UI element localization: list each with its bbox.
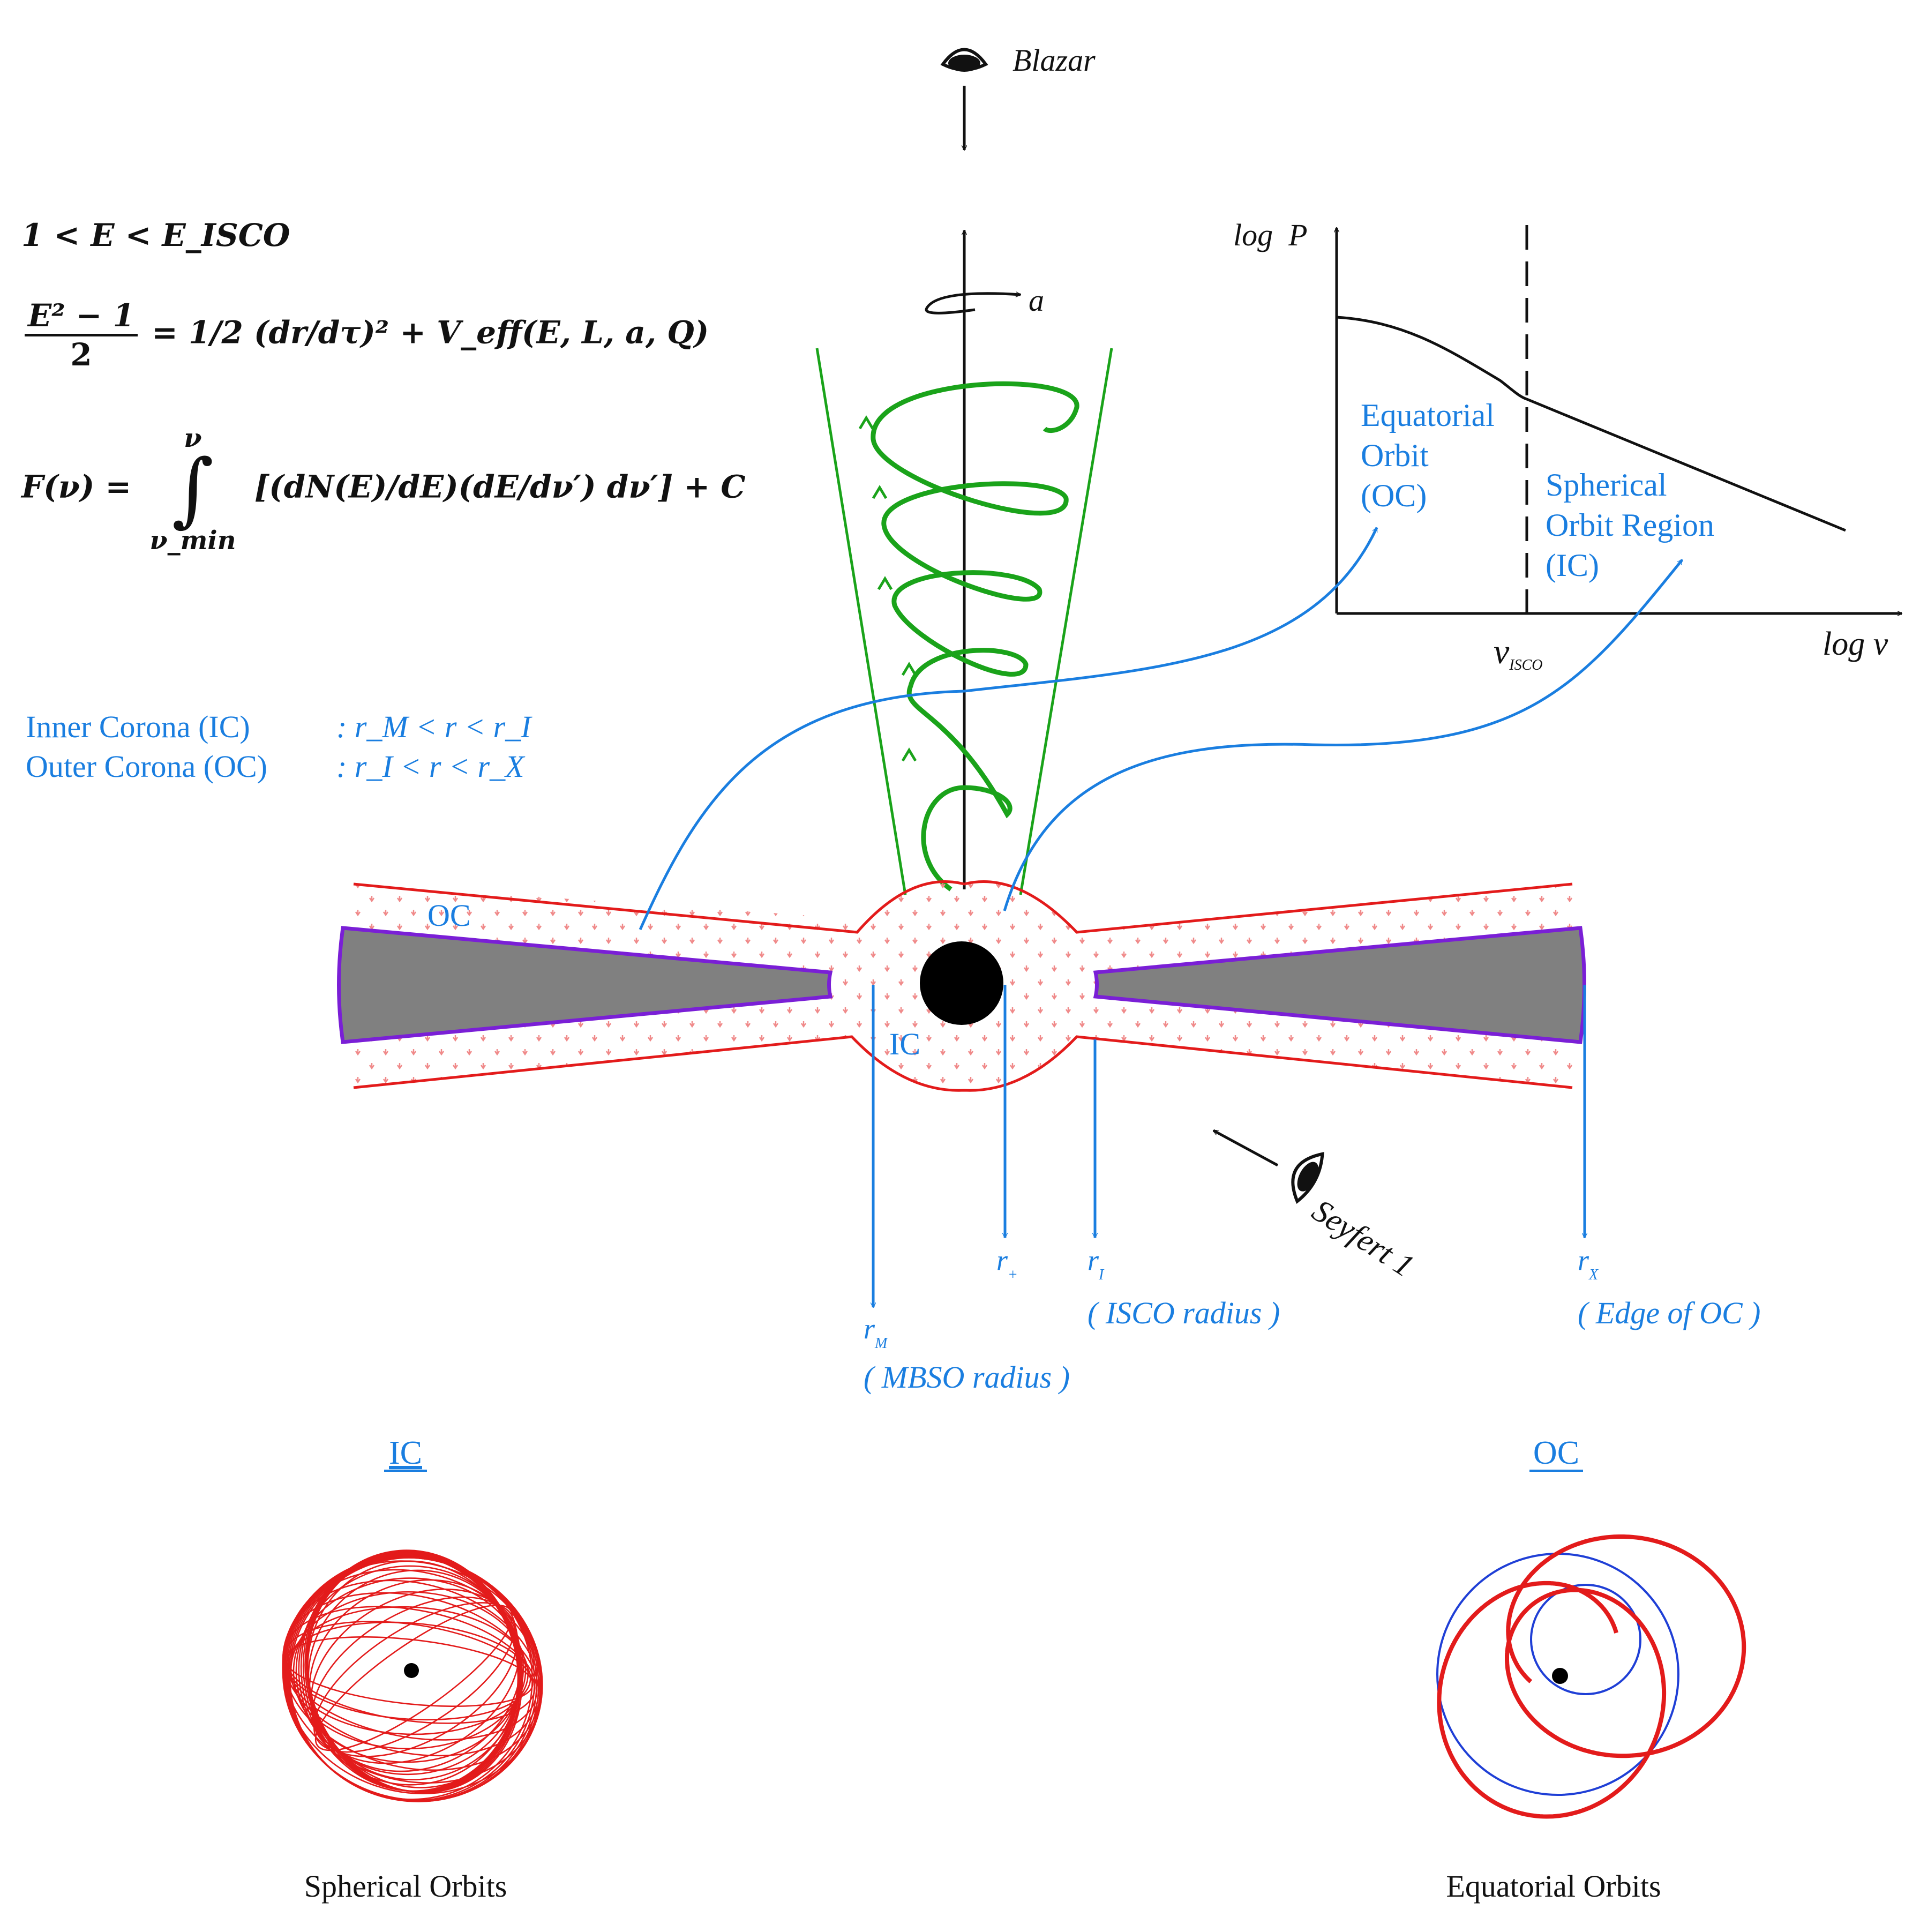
- energy-denominator: 2: [70, 336, 92, 373]
- seyfert-eye-icon: [1291, 1152, 1324, 1204]
- legend-outer-label: Outer Corona (OC): [26, 749, 268, 784]
- integral-upper: ν: [184, 423, 202, 453]
- seyfert-label: Seyfert 1: [1306, 1193, 1420, 1284]
- oc-caption: Equatorial Orbits: [1446, 1869, 1661, 1904]
- isco-marker-label: νISCO: [1494, 632, 1543, 673]
- flux-integrand: [(dN(E)/dE)(dE/dν′) dν′] + C: [254, 468, 746, 505]
- svg-text:r+: r+: [996, 1244, 1018, 1283]
- corona-legend: Inner Corona (IC) : r_M < r < r_I Outer C…: [26, 707, 531, 787]
- legend-inner-range: : r_M < r < r_I: [336, 709, 531, 744]
- region-right-line2: Orbit Region: [1546, 507, 1714, 543]
- power-spectrum-curve: [1336, 316, 1846, 532]
- oc-to-equatorial-arrow: [639, 528, 1378, 931]
- equatorial-orbit-path: [1437, 1534, 1746, 1819]
- equatorial-orbits: [1436, 1534, 1746, 1819]
- plot-x-label: log ν: [1822, 626, 1888, 662]
- energy-bounds-text: 1 < E < E_ISCO: [21, 217, 290, 253]
- svg-text:rI: rI: [1088, 1244, 1105, 1283]
- spherical-orbit-path: [295, 1565, 522, 1776]
- ic-label: IC: [889, 1027, 920, 1061]
- svg-text:( MBSO radius ): ( MBSO radius ): [864, 1360, 1070, 1395]
- ri-label: rI ( ISCO radius ): [1088, 1244, 1280, 1330]
- ic-to-spherical-arrow: [1003, 560, 1683, 911]
- energy-bounds: 1 < E < E_ISCO: [21, 217, 290, 253]
- energy-rhs: = 1/2 (dr/dτ)² + V_eff(E, L, a, Q): [152, 314, 709, 351]
- integral-lower: ν_min: [149, 526, 236, 556]
- energy-equation: E² − 1 2 = 1/2 (dr/dτ)² + V_eff(E, L, a,…: [21, 297, 709, 373]
- svg-text:( ISCO radius ): ( ISCO radius ): [1088, 1296, 1280, 1330]
- legend-outer: Outer Corona (OC) : r_I < r < r_X: [26, 747, 531, 787]
- blazar-eye-icon: [940, 48, 988, 72]
- rplus-label: r+: [996, 1244, 1018, 1283]
- spin-arrow-icon: [925, 294, 1021, 314]
- legend-outer-range: : r_I < r < r_X: [336, 749, 524, 784]
- flux-lhs: F(ν) =: [21, 468, 132, 505]
- spin-label: a: [1029, 283, 1044, 318]
- accretion-disk-right: [1093, 926, 1586, 1044]
- jet-helix: [871, 381, 1079, 892]
- seyfert-view-arrow: [1213, 1129, 1279, 1167]
- rm-label: rM ( MBSO radius ): [864, 1313, 1070, 1395]
- rx-label: rX ( Edge of OC ): [1578, 1244, 1761, 1330]
- corona-outline-top: [353, 880, 1573, 934]
- energy-numerator: E² − 1: [25, 297, 138, 336]
- ic-caption: Spherical Orbits: [304, 1869, 507, 1904]
- integral-symbol: ∫: [171, 443, 214, 536]
- legend-inner: Inner Corona (IC) : r_M < r < r_I: [26, 707, 531, 747]
- ic-black-hole: [404, 1663, 419, 1678]
- oc-label: OC: [428, 898, 471, 933]
- accretion-disk-left: [337, 926, 833, 1044]
- jet-cone-left: [815, 348, 907, 895]
- oc-inner-boundary: [1530, 1584, 1641, 1695]
- blazar-label: Blazar: [1012, 43, 1096, 78]
- jet-cone-right: [1019, 348, 1113, 895]
- svg-text:rX: rX: [1578, 1244, 1599, 1283]
- helix-arrow-icons: [858, 415, 917, 762]
- svg-text:rM: rM: [864, 1313, 888, 1352]
- oc-black-hole: [1552, 1668, 1568, 1684]
- oc-heading: OC: [1533, 1435, 1579, 1471]
- ic-heading: IC: [389, 1435, 422, 1471]
- region-right-line3: (IC): [1546, 548, 1599, 583]
- integral-sign: ν ∫ ν_min: [149, 423, 236, 556]
- region-right-line1: Spherical: [1546, 467, 1667, 503]
- black-hole: [920, 941, 1003, 1025]
- energy-fraction: E² − 1 2: [25, 297, 138, 373]
- region-left-line3: (OC): [1361, 478, 1427, 513]
- corona-outline-bottom: [353, 1035, 1573, 1092]
- region-left-line1: Equatorial: [1361, 398, 1495, 433]
- spherical-orbit-path: [289, 1557, 533, 1800]
- svg-text:( Edge of OC ): ( Edge of OC ): [1578, 1296, 1761, 1330]
- legend-inner-label: Inner Corona (IC): [26, 709, 250, 744]
- flux-equation: F(ν) = ν ∫ ν_min [(dN(E)/dE)(dE/dν′) dν′…: [21, 423, 745, 556]
- region-left-line2: Orbit: [1361, 438, 1429, 473]
- spherical-orbits: [282, 1549, 543, 1802]
- plot-y-label: log P: [1233, 218, 1308, 252]
